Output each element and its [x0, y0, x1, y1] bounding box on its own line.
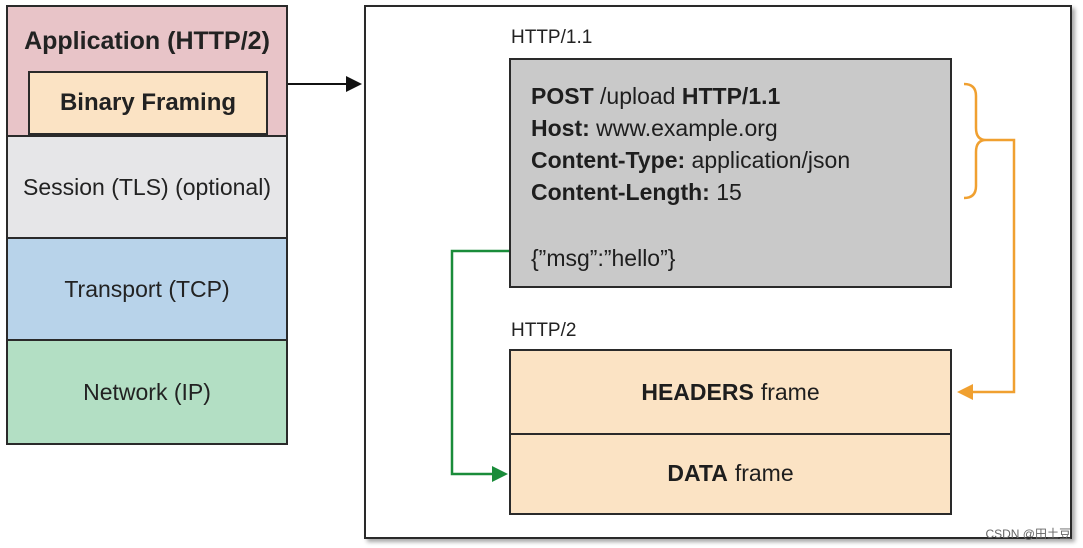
application-layer: Application (HTTP/2) Binary Framing — [6, 5, 288, 137]
transport-layer: Transport (TCP) — [6, 237, 288, 341]
application-layer-label: Application (HTTP/2) — [24, 27, 270, 55]
data-frame-suffix: frame — [734, 459, 794, 486]
header-host: Host: www.example.org — [531, 112, 950, 144]
request-line: POST /upload HTTP/1.1 — [531, 80, 950, 112]
network-layer-label: Network (IP) — [83, 378, 211, 405]
request-path: /upload — [593, 83, 682, 109]
protocol-stack: Application (HTTP/2) Binary Framing Sess… — [6, 5, 288, 445]
binary-framing-label: Binary Framing — [59, 89, 237, 116]
headers-brace — [963, 82, 987, 200]
headers-arrow — [957, 138, 1016, 400]
binary-framing-layer: Binary Framing — [28, 71, 268, 135]
data-arrow — [450, 249, 509, 482]
header-value: 15 — [709, 179, 742, 205]
transport-layer-label: Transport (TCP) — [64, 275, 230, 302]
data-frame-name: DATA — [667, 459, 728, 486]
header-name: Content-Length: — [531, 179, 710, 205]
request-method: POST — [531, 83, 594, 109]
session-layer: Session (TLS) (optional) — [6, 135, 288, 239]
header-name: Host: — [531, 115, 590, 141]
http2-label: HTTP/2 — [511, 320, 577, 341]
network-layer: Network (IP) — [6, 339, 288, 445]
header-value: www.example.org — [589, 115, 778, 141]
header-content-length: Content-Length: 15 — [531, 176, 950, 208]
watermark: CSDN @田土豆 — [985, 527, 1071, 541]
main-arrow — [288, 76, 362, 92]
headers-frame-name: HEADERS — [641, 378, 754, 405]
request-version: HTTP/1.1 — [681, 83, 781, 109]
header-content-type: Content-Type: application/json — [531, 144, 950, 176]
headers-frame-suffix: frame — [760, 378, 820, 405]
session-layer-label: Session (TLS) (optional) — [23, 173, 271, 200]
header-value: application/json — [685, 147, 851, 173]
request-body: {”msg”:”hello”} — [531, 245, 676, 271]
http11-label: HTTP/1.1 — [511, 27, 593, 48]
header-name: Content-Type: — [531, 147, 686, 173]
http11-request: POST /upload HTTP/1.1 Host: www.example.… — [509, 58, 952, 288]
